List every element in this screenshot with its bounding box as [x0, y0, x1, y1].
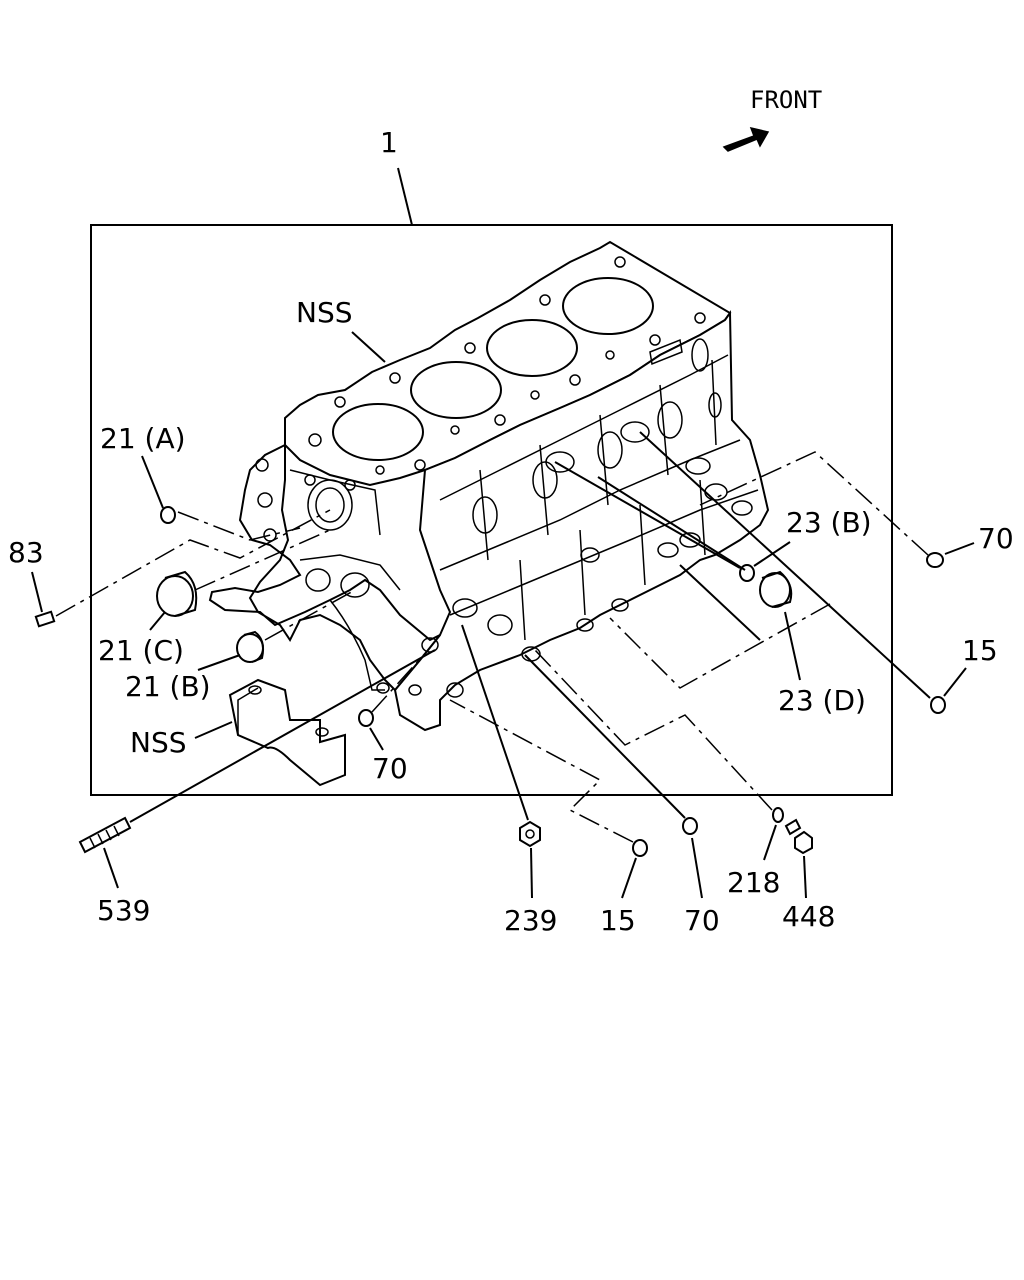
- axis-239: [461, 624, 529, 821]
- callout-21c: 21 (C): [98, 634, 184, 667]
- axis-21b: [264, 589, 356, 641]
- cylinder-bore-4: [562, 277, 654, 335]
- leader-448: [803, 855, 807, 899]
- callout-70-right: 70: [978, 522, 1014, 555]
- part-15-bottom: [632, 839, 648, 857]
- deck-bolt-holes: [308, 256, 706, 475]
- leader-nss-bottom: [194, 721, 233, 739]
- axis-83: [55, 509, 331, 617]
- cylinder-bore-1: [332, 403, 424, 461]
- callout-15-bottom: 15: [600, 904, 636, 937]
- callout-23d: 23 (D): [778, 684, 866, 717]
- axis-21c: [194, 529, 331, 591]
- front-arrow-icon: [722, 126, 770, 152]
- axis-70-right: [699, 451, 929, 556]
- part-21a-dowel: [160, 506, 176, 524]
- axis-15-bottom: [449, 699, 634, 843]
- part-539-stud: [78, 816, 132, 854]
- part-218-washer: [772, 807, 784, 823]
- leader-239: [530, 847, 533, 899]
- leader-539: [103, 847, 119, 889]
- axis-23d-center: [679, 564, 761, 641]
- leader-nss-top: [351, 331, 386, 363]
- axis-21a: [177, 511, 301, 541]
- callout-448: 448: [782, 900, 835, 933]
- callout-21a: 21 (A): [100, 422, 186, 455]
- block-front-details: [255, 458, 541, 698]
- axis-15-right: [639, 431, 931, 699]
- part-70-bottom: [682, 817, 698, 835]
- cylinder-bore-3: [486, 319, 578, 377]
- callout-23b: 23 (B): [786, 506, 872, 539]
- axis-23d: [609, 603, 831, 689]
- leader-15-bottom: [621, 857, 637, 899]
- front-direction-indicator: FRONT: [722, 86, 822, 152]
- leader-21a: [141, 455, 164, 509]
- part-70-right: [926, 552, 944, 568]
- axis-70-left: [371, 647, 431, 713]
- leader-70-right: [944, 542, 975, 555]
- callout-239: 239: [504, 904, 557, 937]
- leader-23b: [753, 541, 791, 567]
- leader-70-bottom: [691, 837, 703, 899]
- cylinder-block: [208, 240, 770, 732]
- callout-21b: 21 (B): [125, 670, 211, 703]
- leader-1: [397, 167, 413, 226]
- callout-83: 83: [8, 536, 44, 569]
- cylinder-bore-2: [410, 361, 502, 419]
- callout-1: 1: [380, 126, 398, 159]
- block-ribs: [439, 338, 759, 641]
- assembly-frame: [90, 224, 893, 796]
- front-label: FRONT: [750, 86, 822, 114]
- part-70-left: [358, 709, 374, 727]
- leader-15-right: [943, 667, 967, 697]
- leader-21b: [197, 654, 241, 671]
- callout-nss-bottom: NSS: [130, 726, 187, 759]
- axis-539: [129, 649, 436, 823]
- callout-15-right: 15: [962, 634, 998, 667]
- callout-218: 218: [727, 866, 780, 899]
- part-239-nut: [519, 820, 541, 848]
- leader-218: [763, 824, 777, 861]
- part-15-right: [930, 696, 946, 714]
- leader-21c: [149, 611, 166, 631]
- part-21c-bushing: [156, 570, 198, 617]
- callout-539: 539: [97, 894, 150, 927]
- callout-nss-top: NSS: [296, 296, 353, 329]
- leader-83: [31, 571, 43, 613]
- leader-70-left: [369, 727, 384, 751]
- callout-70-left: 70: [372, 752, 408, 785]
- axis-23b: [554, 461, 741, 569]
- part-83-pin: [34, 610, 56, 628]
- axis-block-gallery: [597, 476, 746, 571]
- axis-70-bottom: [524, 654, 686, 819]
- part-23d-plug: [759, 570, 793, 608]
- part-21b-bushing: [236, 630, 265, 663]
- axis-218: [534, 649, 773, 811]
- leader-23d: [784, 611, 801, 681]
- part-448-bolt: [784, 818, 813, 855]
- callout-70-bottom: 70: [684, 904, 720, 937]
